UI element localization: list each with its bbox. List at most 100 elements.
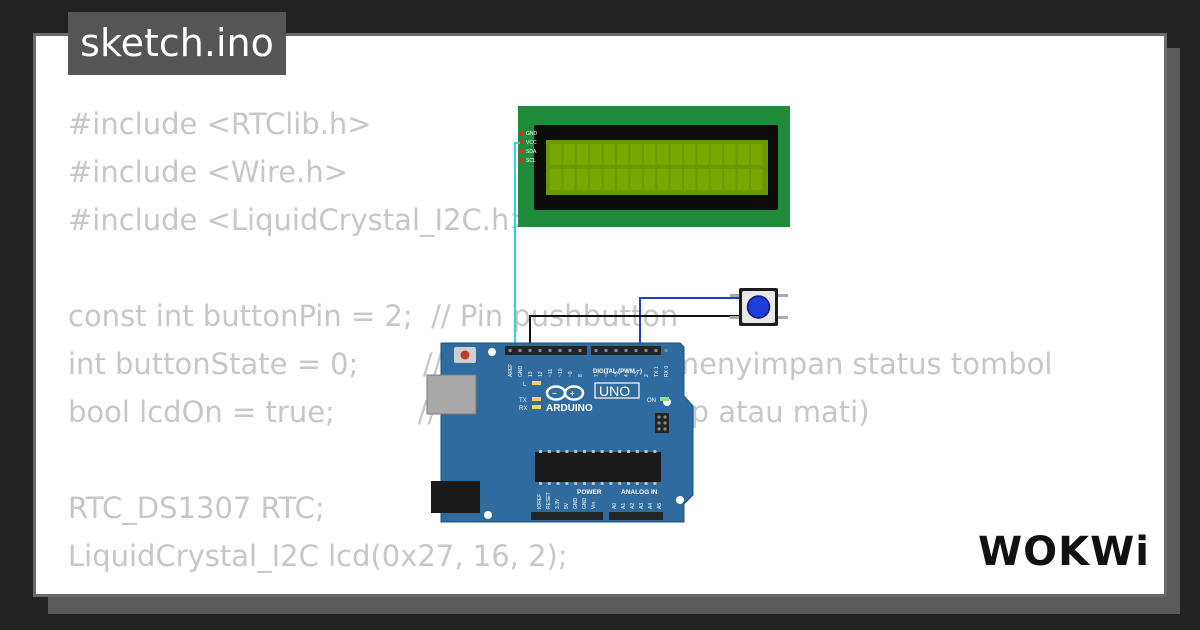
led-tx (532, 397, 541, 401)
mounting-hole (488, 348, 496, 356)
lcd-cell (697, 169, 709, 190)
arduino-model: UNO (599, 383, 630, 399)
header-pin[interactable] (578, 349, 582, 352)
header-pin[interactable] (548, 349, 552, 352)
usb-port (426, 374, 477, 415)
chip-leg (574, 482, 578, 485)
lcd-cell (576, 144, 589, 165)
code-line: RTC_DS1307 RTC; (68, 491, 325, 525)
header-pin[interactable] (624, 349, 628, 352)
digital-pin-label: 13 (528, 371, 534, 377)
chip-leg (539, 450, 542, 453)
chip-leg (565, 482, 569, 485)
header-pin[interactable] (538, 349, 542, 352)
header-pin[interactable] (614, 349, 618, 352)
chip-leg (556, 450, 560, 453)
lcd-cell (710, 169, 723, 190)
digital-pin-label: ~6 (604, 371, 610, 377)
pushbutton-cap[interactable] (746, 295, 771, 319)
digital-pin-label: TX 1 (654, 366, 660, 377)
digital-pin-label: ~10 (558, 368, 564, 377)
arduino-brand: ARDUINO (546, 403, 593, 414)
chip-leg (600, 450, 604, 453)
lcd-cell (710, 144, 723, 165)
pushbutton[interactable] (730, 288, 788, 326)
bottom-pin-label: IOREF (537, 494, 543, 509)
lcd-cell (617, 169, 629, 190)
header-pin[interactable] (664, 349, 668, 352)
svg-text:+: + (570, 389, 575, 398)
digital-pin-label: AREF (508, 364, 514, 377)
header-pin[interactable] (644, 349, 648, 352)
header-pin[interactable] (568, 349, 572, 352)
lcd-cell (590, 144, 602, 165)
chip-leg (644, 482, 648, 485)
chip-legs (539, 450, 657, 485)
header-pin[interactable] (594, 349, 598, 352)
chip-leg (627, 482, 630, 485)
arduino-logo-icon: − + (545, 385, 585, 401)
file-tab[interactable]: sketch.ino (68, 12, 286, 75)
lcd-display[interactable]: GND VCC SDA SCL (518, 106, 790, 227)
header-pin[interactable] (654, 349, 658, 352)
digital-header[interactable] (505, 346, 668, 355)
lcd-cell (697, 144, 709, 165)
lcd-cell (550, 144, 562, 165)
power-header[interactable] (531, 512, 603, 520)
bottom-pin-label: A1 (621, 503, 627, 509)
model-box (594, 382, 640, 399)
bottom-pin-label: GND (582, 498, 588, 510)
lcd-cell (643, 169, 656, 190)
header-pin[interactable] (634, 349, 638, 352)
wire-button-pin2[interactable] (639, 297, 740, 352)
analog-header[interactable] (609, 512, 663, 520)
mounting-hole (676, 496, 684, 504)
svg-text:−: − (552, 389, 557, 398)
lcd-cell (724, 144, 736, 165)
digital-pin-label: ~3 (634, 371, 640, 377)
mounting-hole (484, 511, 492, 519)
lcd-cell (670, 144, 682, 165)
lcd-cell (737, 169, 749, 190)
bottom-pin-label: A3 (639, 503, 645, 509)
lcd-cell (603, 144, 615, 165)
header-pin[interactable] (518, 349, 522, 352)
icsp-header (655, 413, 669, 433)
digital-header-label: DIGITAL (PWM ~) (593, 369, 642, 375)
digital-pin-label: 7 (594, 374, 600, 377)
chip-leg (547, 482, 551, 485)
chip-leg (591, 482, 595, 485)
led-label: TX (519, 398, 527, 404)
led-label: RX (519, 406, 527, 412)
header-pin[interactable] (528, 349, 532, 352)
wokwi-logo: WOKWi (978, 529, 1150, 575)
bottom-pin-label: GND (573, 498, 579, 510)
on-label: ON (647, 398, 656, 404)
lcd-cell (724, 169, 736, 190)
lcd-cell (630, 169, 642, 190)
digital-pin-label: 2 (644, 374, 650, 377)
led-rx (532, 405, 541, 409)
lcd-cell (617, 144, 629, 165)
chip-leg (583, 482, 586, 485)
header-pin[interactable] (604, 349, 608, 352)
bottom-pin-label: 3.3V (555, 498, 561, 509)
lcd-cell (576, 169, 589, 190)
chip-leg (653, 482, 657, 485)
wire-ground[interactable] (529, 315, 740, 352)
lcd-cell (603, 169, 615, 190)
code-line: LiquidCrystal_I2C lcd(0x27, 16, 2); (68, 539, 568, 573)
lcd-cell (657, 144, 669, 165)
code-line: #include <Wire.h> (68, 155, 349, 189)
bottom-pin-label: A2 (630, 503, 636, 509)
header-pin[interactable] (558, 349, 562, 352)
lcd-pin-header (520, 131, 524, 162)
led-on (660, 397, 669, 401)
lcd-cell (563, 169, 575, 190)
wire-vcc[interactable] (514, 142, 520, 352)
header-pin[interactable] (508, 349, 512, 352)
